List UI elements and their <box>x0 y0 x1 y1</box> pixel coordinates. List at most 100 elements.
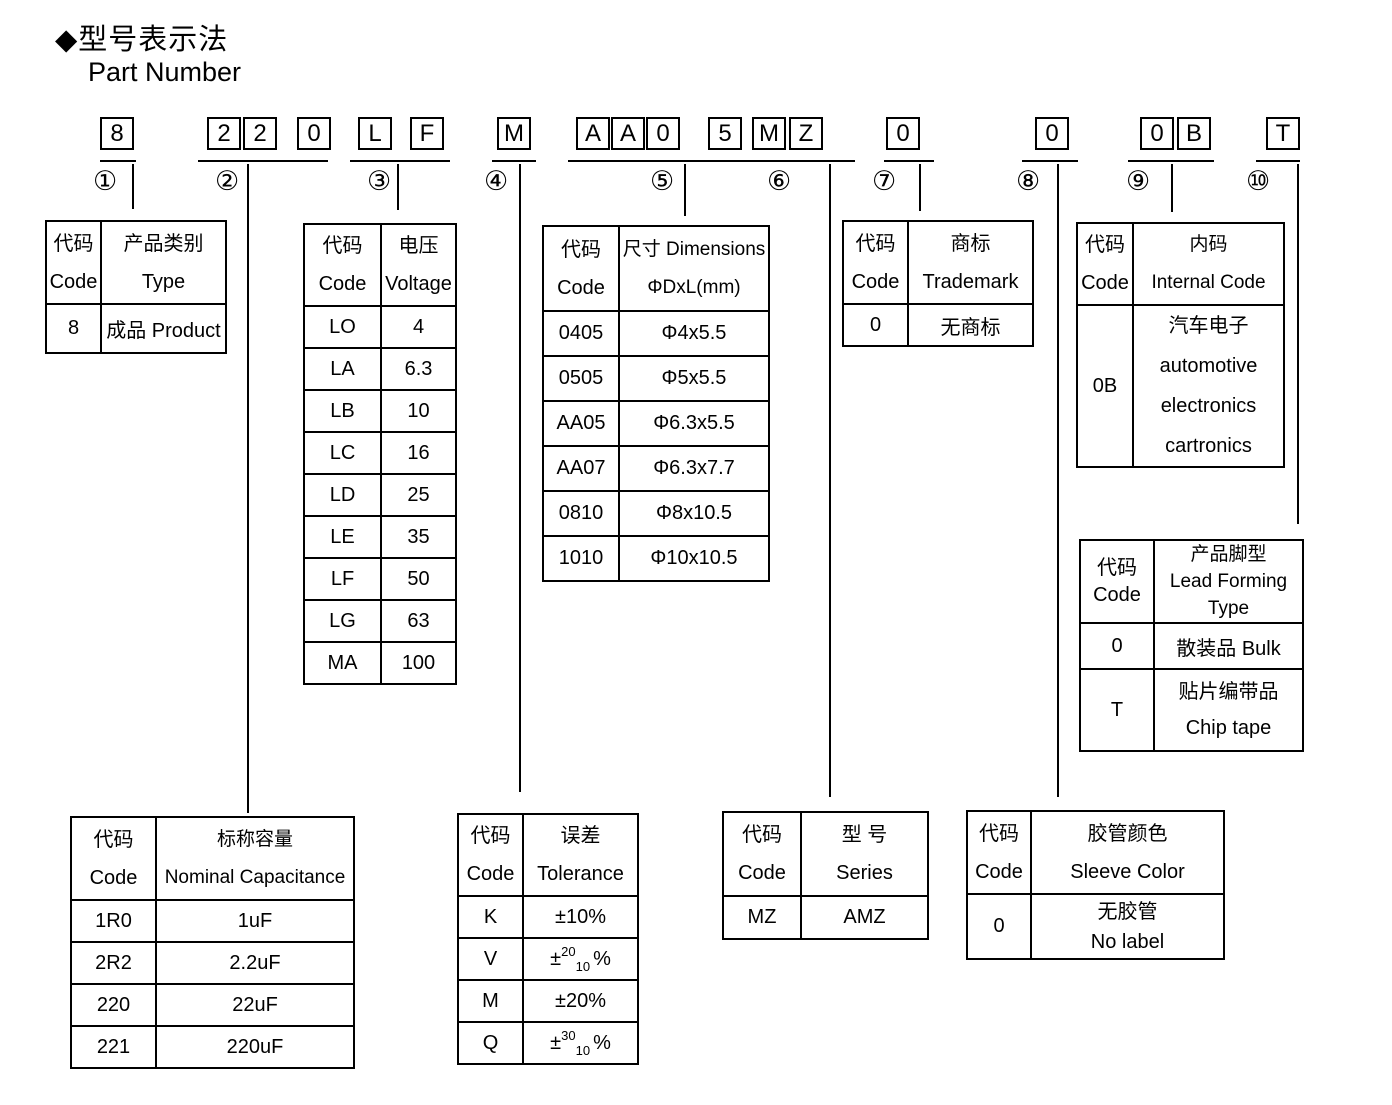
trademark-row-value: 无商标 <box>907 303 1034 347</box>
capacitance-row-code: 2R2 <box>70 941 157 985</box>
lead-row-code: T <box>1079 668 1155 752</box>
voltage-row-value: 6.3 <box>380 347 457 391</box>
voltage-row-code: LD <box>303 473 382 517</box>
connector-line-10 <box>1297 164 1299 524</box>
group-underline-9 <box>1128 160 1214 162</box>
page-title-en: Part Number <box>88 57 242 87</box>
group-number-8: ⑧ <box>1016 166 1041 196</box>
pn-box-10-1: T <box>1266 117 1300 150</box>
pn-box-9-2: B <box>1177 117 1211 150</box>
lead-row-value: 贴片编带品 Chip tape <box>1153 668 1304 752</box>
dimensions-row-code: 0810 <box>542 490 620 537</box>
connector-line-7 <box>919 164 921 211</box>
sleeve-row-value: 无胶管 No label <box>1030 893 1225 960</box>
group-number-5: ⑤ <box>650 166 675 196</box>
group-underline-3 <box>350 160 450 162</box>
group-underline-2 <box>198 160 328 162</box>
group-number-4: ④ <box>484 166 509 196</box>
series-row-code: MZ <box>722 895 802 940</box>
tolerance-row-code: M <box>457 979 524 1023</box>
connector-line-6 <box>829 164 831 797</box>
pn-box-3-2: F <box>410 117 444 150</box>
internal-row-value: 汽车电子 automotive electronics cartronics <box>1132 304 1285 468</box>
connector-line-3 <box>397 164 399 210</box>
group-number-10: ⑩ <box>1246 166 1271 196</box>
pn-box-5-1: A <box>576 117 610 150</box>
tolerance-row-value: ±3010% <box>522 1021 639 1065</box>
series-row-value: AMZ <box>800 895 929 940</box>
voltage-row-code: LC <box>303 431 382 475</box>
dimensions-row-code: 0405 <box>542 310 620 357</box>
connector-line-9 <box>1171 164 1173 212</box>
dimensions-row-code: 1010 <box>542 535 620 582</box>
group-number-2: ② <box>215 166 240 196</box>
dimensions-row-value: Φ8x10.5 <box>618 490 770 537</box>
pn-box-5-2: A <box>611 117 645 150</box>
voltage-row-value: 63 <box>380 599 457 643</box>
lead-row-code: 0 <box>1079 622 1155 670</box>
voltage-row-value: 16 <box>380 431 457 475</box>
sleeve-row-code: 0 <box>966 893 1032 960</box>
voltage-row-value: 100 <box>380 641 457 685</box>
group-underline-8 <box>1022 160 1078 162</box>
internal-row-code: 0B <box>1076 304 1134 468</box>
connector-line-5 <box>684 164 686 216</box>
trademark-row-code: 0 <box>842 303 909 347</box>
pn-box-2-2: 2 <box>243 117 277 150</box>
pn-box-5-4: 5 <box>708 117 742 150</box>
capacitance-row-value: 1uF <box>155 899 355 943</box>
group-number-7: ⑦ <box>872 166 897 196</box>
dimensions-row-value: Φ5x5.5 <box>618 355 770 402</box>
pn-box-2-1: 2 <box>207 117 241 150</box>
lead-row-value: 散装品 Bulk <box>1153 622 1304 670</box>
connector-line-2 <box>247 164 249 813</box>
connector-line-4 <box>519 164 521 792</box>
tolerance-row-value: ±20% <box>522 979 639 1023</box>
capacitance-row-value: 2.2uF <box>155 941 355 985</box>
pn-box-1-1: 8 <box>100 117 134 150</box>
group-number-3: ③ <box>367 166 392 196</box>
voltage-row-code: LE <box>303 515 382 559</box>
pn-box-9-1: 0 <box>1140 117 1174 150</box>
voltage-row-value: 35 <box>380 515 457 559</box>
page-title-zh: ◆型号表示法 <box>55 24 229 56</box>
tolerance-row-value: ±10% <box>522 895 639 939</box>
connector-line-1 <box>132 164 134 209</box>
pn-box-2-3: 0 <box>297 117 331 150</box>
dimensions-row-value: Φ6.3x7.7 <box>618 445 770 492</box>
voltage-row-code: LG <box>303 599 382 643</box>
group-underline-4 <box>492 160 536 162</box>
group-underline-1 <box>100 160 136 162</box>
voltage-row-value: 4 <box>380 305 457 349</box>
pn-box-6-1: M <box>752 117 786 150</box>
voltage-row-code: MA <box>303 641 382 685</box>
dimensions-row-code: AA07 <box>542 445 620 492</box>
capacitance-row-code: 221 <box>70 1025 157 1069</box>
group-number-9: ⑨ <box>1126 166 1151 196</box>
capacitance-row-code: 220 <box>70 983 157 1027</box>
